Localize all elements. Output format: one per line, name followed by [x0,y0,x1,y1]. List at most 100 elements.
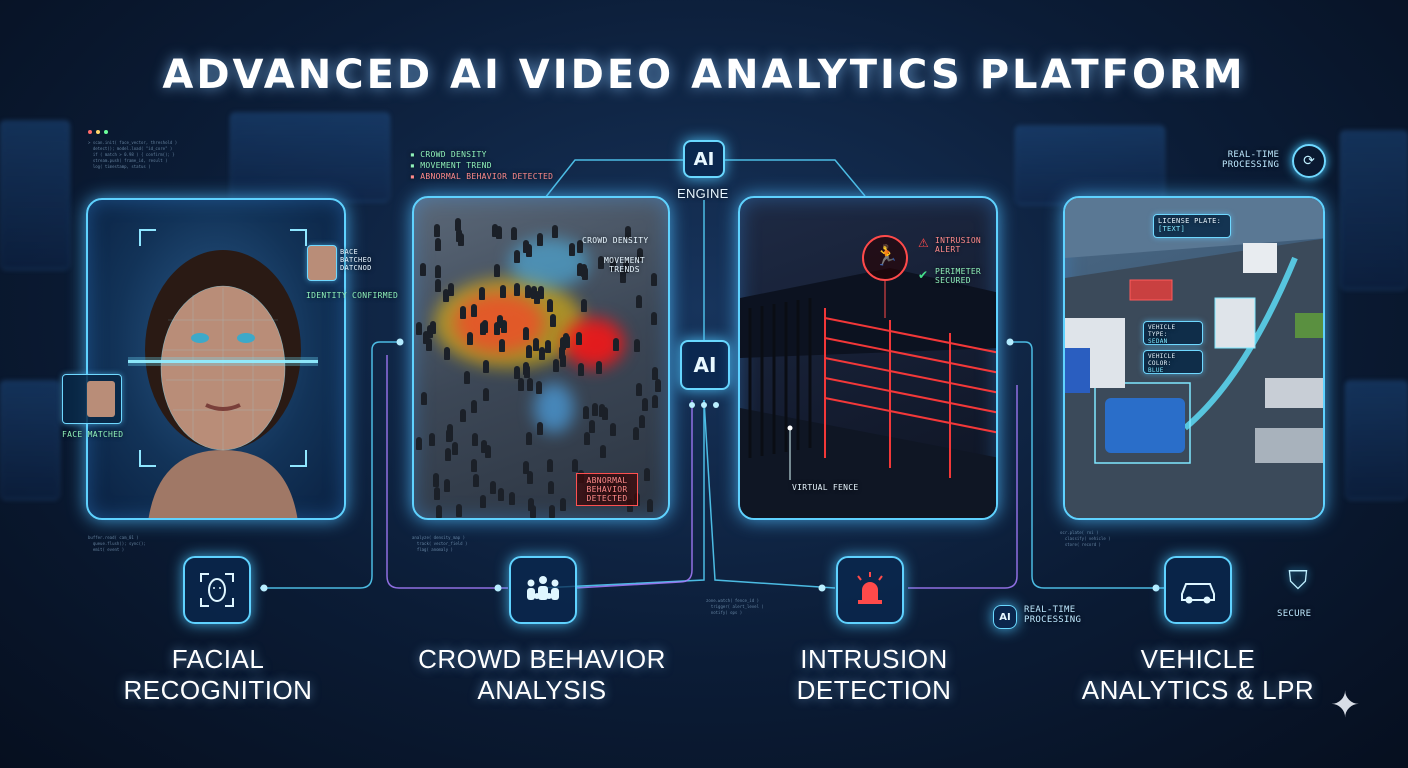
vehicle-type-line: SEDAN [1148,338,1168,345]
crowd-person [481,440,487,453]
abnormal-line: ABNORMAL [586,476,628,485]
vehicle-analytics-tile[interactable] [1164,556,1232,624]
crowd-person [545,340,551,353]
crowd-person [584,432,590,445]
crowd-person [582,267,588,280]
crowd-person [536,381,542,394]
crowd-person [651,273,657,286]
face-scan-image [128,229,318,518]
crowd-person [490,481,496,494]
realtime-processing-top: REAL-TIME PROCESSING [1222,150,1279,170]
crowd-person [625,226,631,239]
realtime-line: PROCESSING [1024,615,1082,625]
vehicle-color-line: BLUE [1148,367,1164,374]
crowd-person [634,339,640,352]
realtime-ai-chip: AI [993,605,1017,629]
code-snippet: buffer.read( cam_01 ) queue.flush(); syn… [88,535,146,552]
crowd-person [655,379,661,392]
code-snippet: ocr.plate( roi ) classify( vehicle ) sto… [1060,530,1111,547]
ai-hub-chip: AI [680,340,730,390]
crowd-person [528,498,534,511]
vehicle-color-line: VEHICLE COLOR: [1148,353,1176,367]
crowd-person [526,244,532,257]
crowd-person [436,505,442,518]
movement-trends-label: MOVEMENT TRENDS [604,256,645,274]
crowd-person [456,229,462,242]
crowd-person [427,325,433,338]
caption-line: CROWD BEHAVIOR [418,644,666,674]
crowd-person [514,283,520,296]
crowd-person [426,338,432,351]
crowd-person [636,295,642,308]
identity-match-badge: BACE BATCHEO DATCNOD [340,248,372,272]
crowd-person [537,233,543,246]
crowd-person [583,406,589,419]
intrusion-detection-panel: 🏃 ⚠ INTRUSION ALERT ✔ PERIMETER SECURED … [738,196,998,520]
vehicle-analytics-caption: VEHICLE ANALYTICS & LPR [1060,644,1336,706]
crowd-person [533,338,539,351]
crowd-person [467,332,473,345]
movement-trends-line: TRENDS [609,265,640,274]
window-controls [88,130,108,134]
crowd-person [435,279,441,292]
intrusion-detection-tile[interactable] [836,556,904,624]
crowd-person [430,321,436,334]
crowd-person [460,306,466,319]
crowd-person [538,286,544,299]
crowd-person [500,285,506,298]
crowd-person [610,423,616,436]
crowd-person [526,345,532,358]
crowd-person [642,398,648,411]
crowd-person [602,407,608,420]
crowd-person [550,314,556,327]
crowd-person [636,383,642,396]
vehicle-color-tag: VEHICLE COLOR: BLUE [1143,350,1203,374]
intrusion-detection-caption: INTRUSION DETECTION [756,644,992,706]
crowd-person [471,304,477,317]
crowd-person [527,378,533,391]
page-title: ADVANCED AI VIDEO ANALYTICS PLATFORM [162,52,1246,98]
crowd-person [473,474,479,487]
crowd-person [421,392,427,405]
caption-line: ANALYSIS [477,675,607,705]
vehicle-type-tag: VEHICLE TYPE: SEDAN [1143,321,1203,345]
secure-label: SECURE [1277,609,1312,619]
plate-line: LICENSE PLATE: [1158,217,1222,225]
abnormal-line: DETECTED [586,494,628,503]
crowd-person [499,339,505,352]
crowd-person [471,459,477,472]
facial-recognition-tile[interactable] [183,556,251,624]
facial-recognition-panel [86,198,346,520]
crowd-behavior-tile[interactable] [509,556,577,624]
crowd-icon [527,576,559,600]
perimeter-secured-label: PERIMETER SECURED [935,267,981,285]
crowd-person [464,371,470,384]
crowd-behavior-caption: CROWD BEHAVIOR ANALYSIS [400,644,684,706]
heatmap-blob [509,238,589,288]
analytics-legend: ▪ CROWD DENSITY ▪ MOVEMENT TREND ▪ ABNOR… [410,150,553,181]
crowd-person [553,359,559,372]
crowd-person [472,433,478,446]
crowd-person [514,250,520,263]
crowd-person [547,299,553,312]
refresh-lock-icon: ⟳ [1292,144,1326,178]
crowd-person [560,498,566,511]
crowd-person [526,432,532,445]
background-monitor [230,112,390,202]
crowd-person [547,459,553,472]
crowd-person [523,362,529,375]
face-matched-thumbnail [62,374,122,424]
legend-movement-trend: ▪ MOVEMENT TREND [410,161,492,170]
background-monitor [1015,125,1165,205]
crowd-person [577,240,583,253]
crowd-person [416,437,422,450]
engine-label: ENGINE [677,186,729,201]
crowd-person [600,445,606,458]
crowd-person [479,287,485,300]
crowd-person [620,270,626,283]
face-scan-icon [200,573,234,607]
alert-triangle-icon: ⚠ [918,236,929,250]
identity-match-thumbnail [307,245,337,281]
crowd-person [576,332,582,345]
vehicle-analytics-panel: LICENSE PLATE: [TEXT] VEHICLE TYPE: SEDA… [1063,196,1325,520]
